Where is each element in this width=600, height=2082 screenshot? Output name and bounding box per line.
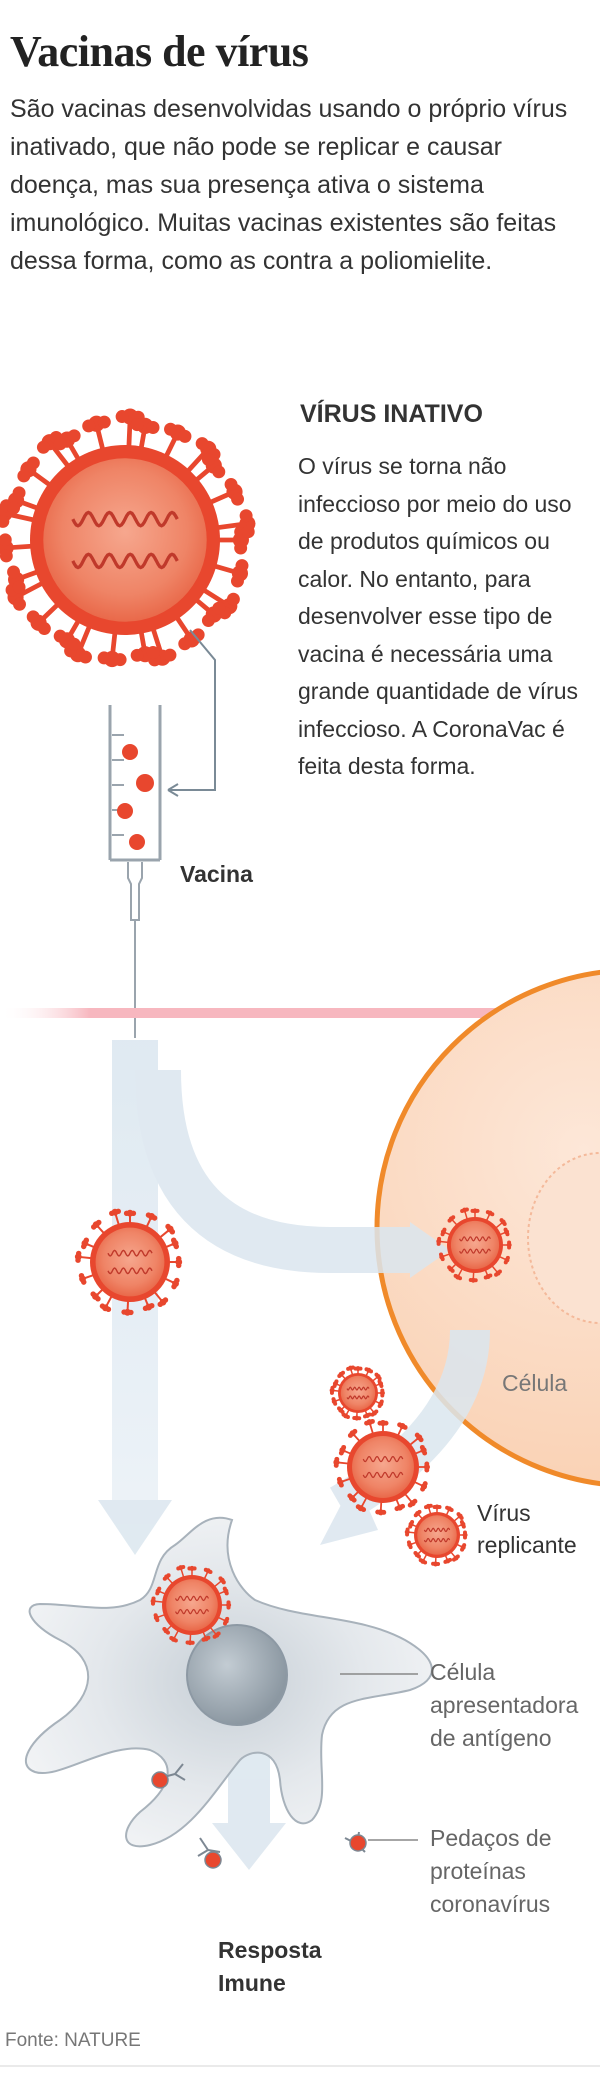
- skin-line: [0, 1008, 600, 1018]
- syringe-icon: [108, 705, 162, 1038]
- large-virus-icon: [0, 408, 256, 668]
- inactive-virus-illustration: [0, 408, 256, 668]
- vaccine-label: Vacina: [180, 861, 253, 887]
- intro-text: São vacinas desenvolvidas usando o própr…: [10, 95, 568, 275]
- antigen-presenting-cell: [24, 1516, 433, 1869]
- cell-label: Célula: [502, 1370, 567, 1396]
- immune-response-label: Resposta Imune: [218, 1937, 328, 1996]
- connector-arrowhead: [167, 783, 179, 797]
- source-credit: Fonte: NATURE: [5, 2030, 141, 2051]
- virus-particles: [74, 1207, 512, 1646]
- replicating-virus-label: Vírus replicante: [477, 1500, 577, 1558]
- inactive-virus-heading: VÍRUS INATIVO: [300, 400, 483, 428]
- virus-icon: [436, 1207, 512, 1283]
- virus-icon: [329, 1365, 385, 1421]
- virus-icon: [404, 1503, 468, 1567]
- protein-pieces-label: Pedaços de proteínas coronavírus: [430, 1825, 558, 1917]
- connector-line: [168, 629, 216, 791]
- virus-icon: [333, 1418, 430, 1516]
- page-title: Vacinas de vírus: [10, 27, 309, 76]
- virus-icon: [150, 1564, 232, 1646]
- antigen-cell-label: Célula apresentadora de antígeno: [430, 1659, 585, 1751]
- inactive-virus-description: O vírus se torna não infeccioso por meio…: [298, 453, 579, 779]
- virus-icon: [74, 1208, 183, 1316]
